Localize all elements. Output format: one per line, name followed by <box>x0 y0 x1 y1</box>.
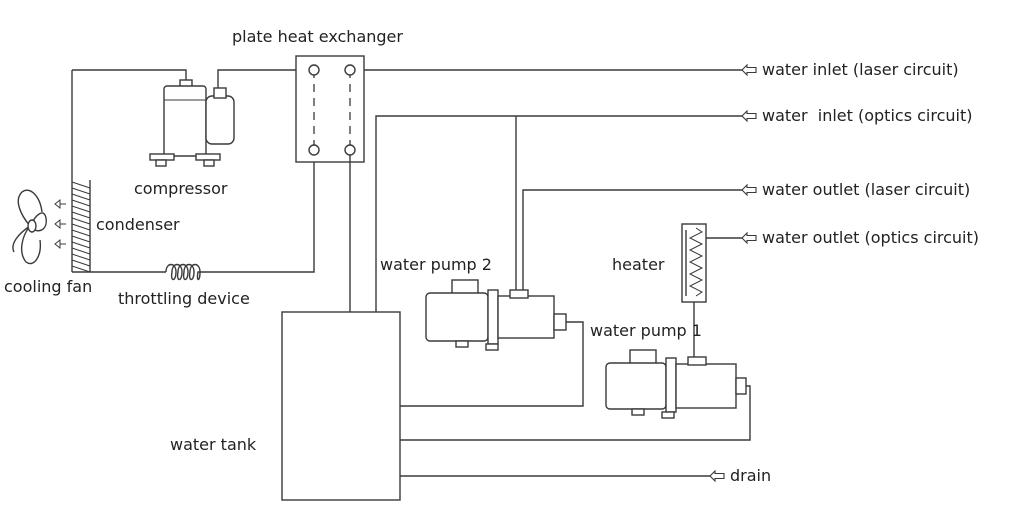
label-condenser: condenser <box>96 215 180 234</box>
throttling-coil <box>165 263 204 281</box>
label-water-pump-1: water pump 1 <box>590 321 702 340</box>
label-water-inlet-optics: water inlet (optics circuit) <box>762 106 972 125</box>
label-water-outlet-optics: water outlet (optics circuit) <box>762 228 979 247</box>
label-water-tank: water tank <box>170 435 257 454</box>
label-throttling-device: throttling device <box>118 289 250 308</box>
label-heater: heater <box>612 255 665 274</box>
water-pump-1 <box>605 349 747 419</box>
water-piping <box>349 70 750 476</box>
label-compressor: compressor <box>134 179 228 198</box>
heater <box>681 223 707 303</box>
water-pump-2 <box>425 279 567 351</box>
label-drain: drain <box>730 466 771 485</box>
condenser-coil <box>71 180 91 273</box>
airflow-arrows <box>54 198 66 250</box>
cooling-fan <box>12 189 47 265</box>
refrigerant-piping <box>71 69 315 273</box>
compressor <box>149 79 235 167</box>
label-water-pump-2: water pump 2 <box>380 255 492 274</box>
plate-heat-exchanger <box>295 55 365 163</box>
label-plate-heat-exchanger: plate heat exchanger <box>232 27 403 46</box>
label-water-outlet-laser: water outlet (laser circuit) <box>762 180 970 199</box>
label-water-inlet-laser: water inlet (laser circuit) <box>762 60 959 79</box>
water-tank <box>281 311 401 501</box>
label-cooling-fan: cooling fan <box>4 277 92 296</box>
